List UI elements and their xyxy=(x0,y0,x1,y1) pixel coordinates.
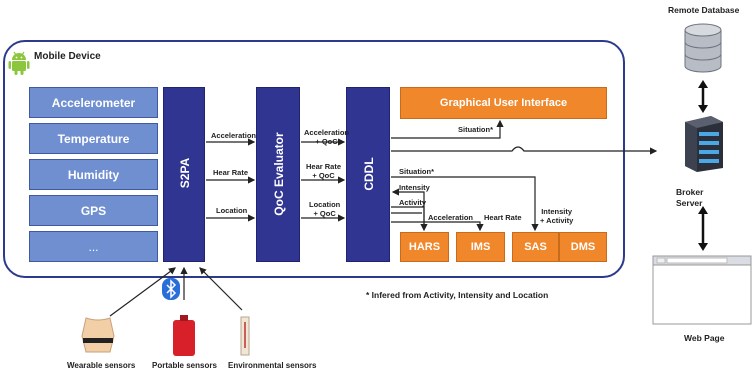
broker-server-label: Broker Server xyxy=(676,187,704,208)
arrow-cddl-sas xyxy=(391,176,539,232)
qoc-evaluator-box: QoC Evaluator xyxy=(256,87,300,262)
server-icon xyxy=(685,116,723,172)
app-sas: SAS xyxy=(512,232,559,262)
arrow-wearable-s2pa xyxy=(109,267,176,317)
sensor-more: ... xyxy=(29,231,158,262)
footnote: * Infered from Activity, Intensity and L… xyxy=(366,290,549,300)
mobile-device-frame xyxy=(3,40,625,278)
label-acceleration-1: Acceleration xyxy=(211,131,257,140)
s2pa-box: S2PA xyxy=(163,87,205,262)
environmental-sensor-icon xyxy=(240,316,250,356)
gui-box: Graphical User Interface xyxy=(400,87,607,119)
label-situation-gui: Situation* xyxy=(458,125,493,134)
mobile-device-title: Mobile Device xyxy=(34,51,101,62)
wearable-sensor-icon xyxy=(81,317,115,353)
label-activity: Activity xyxy=(399,198,427,207)
label-situation: Situation* xyxy=(399,167,434,176)
label-hearrate-qoc: Hear Rate + QoC xyxy=(306,162,342,180)
label-intensity: Intensity xyxy=(399,183,430,192)
label-location-1: Location xyxy=(216,206,248,215)
sensor-temperature: Temperature xyxy=(29,123,158,154)
web-page-label: Web Page xyxy=(684,333,725,343)
label-hearrate-1: Hear Rate xyxy=(213,168,249,177)
arrow-cddl-ims xyxy=(391,221,484,232)
app-ims: IMS xyxy=(456,232,505,262)
cddl-box: CDDL xyxy=(346,87,390,262)
sensor-gps: GPS xyxy=(29,195,158,226)
bluetooth-icon xyxy=(162,278,180,300)
app-dms: DMS xyxy=(559,232,607,262)
sensor-accelerometer: Accelerometer xyxy=(29,87,158,118)
database-icon xyxy=(684,23,722,73)
arrow-cddl-hars xyxy=(391,206,428,232)
arrow-cddl-broker xyxy=(391,146,658,155)
wearable-sensors-label: Wearable sensors xyxy=(67,361,136,370)
label-location-qoc: Location + QoC xyxy=(309,200,341,218)
label-acceleration-hars: Acceleration xyxy=(428,213,474,222)
arrow-cddl-gui xyxy=(391,119,504,139)
portable-sensors-label: Portable sensors xyxy=(152,361,217,370)
arrow-environmental-s2pa xyxy=(199,267,243,311)
app-hars: HARS xyxy=(400,232,449,262)
label-acceleration-qoc: Acceleration + QoC xyxy=(304,128,350,146)
sensor-humidity: Humidity xyxy=(29,159,158,190)
label-intensity-activity: Intensity + Activity xyxy=(540,207,574,225)
remote-database-label: Remote Database xyxy=(668,5,740,15)
android-icon xyxy=(8,51,30,75)
portable-sensor-icon xyxy=(173,315,195,356)
web-page-icon xyxy=(652,255,752,325)
label-heartrate-ims: Heart Rate xyxy=(484,213,522,222)
environmental-sensors-label: Environmental sensors xyxy=(228,361,317,370)
